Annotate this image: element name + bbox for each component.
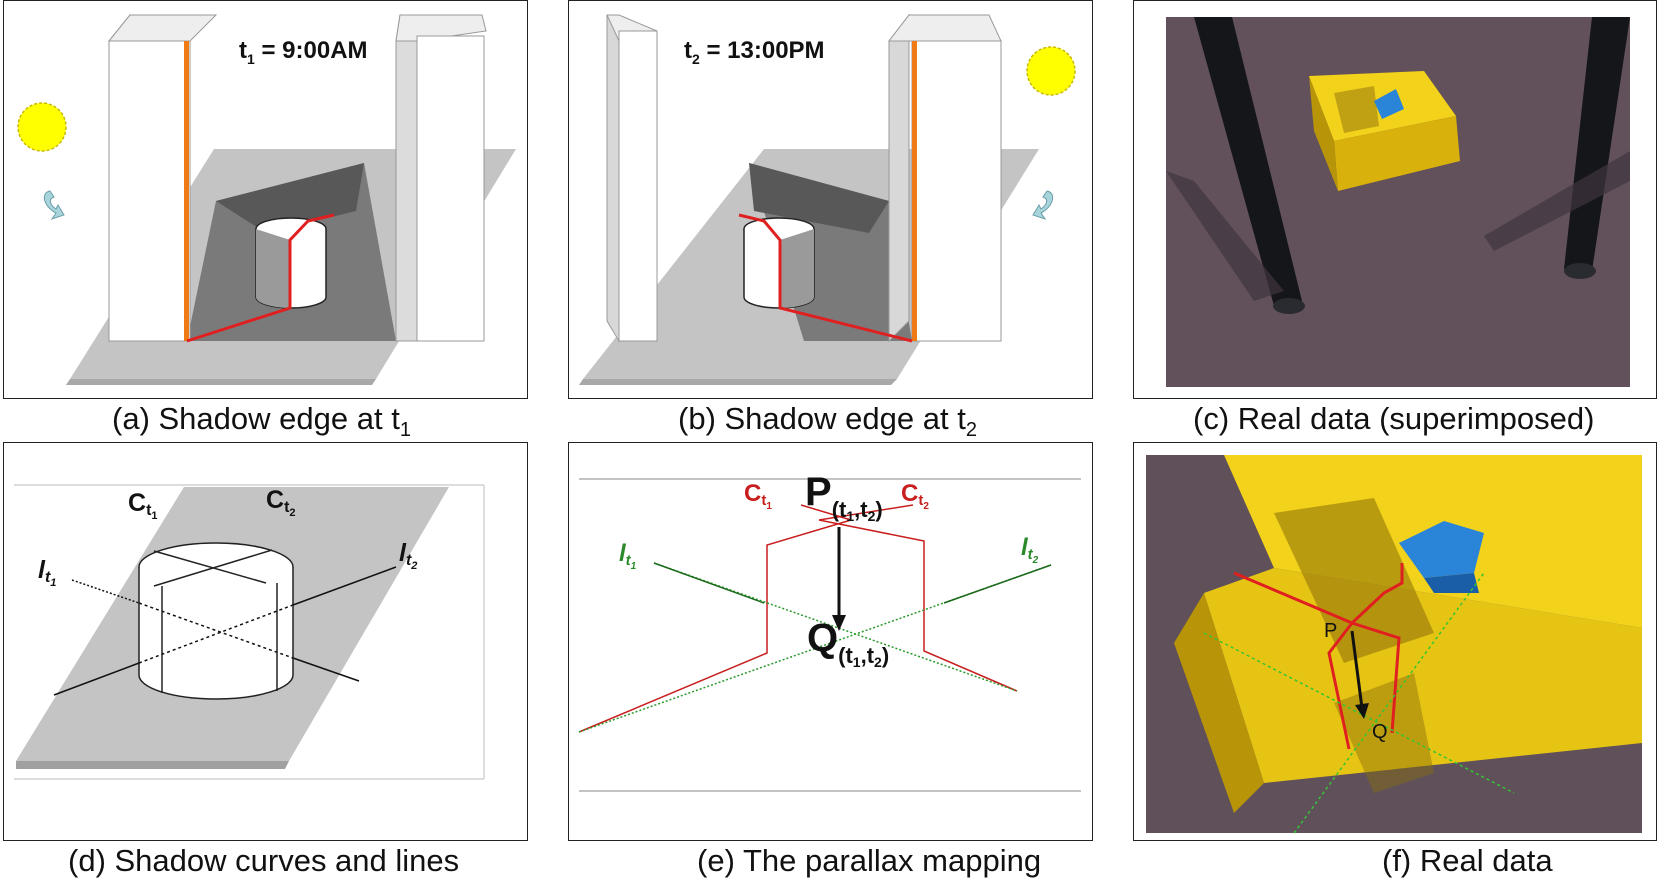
panel-c-photo [1166,17,1630,387]
blue-object [1399,521,1484,578]
box-shadow-band [1274,498,1434,663]
curve-c2 [818,519,1018,692]
panel-b-illustration: t2 = 13:00PM [579,13,1076,385]
caption-f: (f) Real data [1382,843,1553,878]
caption-d: (d) Shadow curves and lines [68,843,460,878]
parallax-arrow-head [832,615,846,631]
panel-e-illustration: Ct1 Ct2 lt1 lt2 P(t1,t2) Q(t1,t2) [578,470,1081,792]
left-wall-side [606,14,620,343]
panel-a-illustration: t1 = 9:00AM [17,13,516,385]
shadow-line-1 [1203,632,1515,794]
left-wall-top [107,14,218,42]
box-shadow-band [1334,86,1379,133]
right-wall-front [911,40,1002,342]
parallax-arrow-head [1355,703,1369,719]
cylinder-shaded [780,229,814,308]
left-wall-front [108,40,191,342]
panel-a: t1 = 9:00AM [3,0,528,399]
label-l-t1: lt1 [619,540,637,572]
panel-d: Ct1 Ct2 lt1 lt2 [3,442,528,841]
label-c-t1: Ct1 [128,489,158,522]
sun-edge-highlight [184,41,189,341]
panel-b: t2 = 13:00PM [568,0,1093,399]
label-q: Q(t1,t2) [807,616,889,670]
label-c-t2: Ct2 [266,486,296,519]
label-c-t1: Ct1 [744,480,772,512]
panel-f: P Q [1133,442,1657,841]
shadow-line-l2 [53,662,140,696]
shadow-curve-c2-top [153,549,273,587]
left-wall-front [618,30,658,342]
sun-edge-highlight [912,41,917,341]
label-l-t1: lt1 [38,556,56,589]
label-l-t2: lt2 [399,539,417,572]
panel-c [1133,0,1657,399]
right-wall-top [887,14,1002,42]
shadow-curve-c1-top [153,550,267,584]
panel-e: Ct1 Ct2 lt1 lt2 P(t1,t2) Q(t1,t2) [568,442,1093,841]
rotate-arrow-icon [43,190,65,220]
sun-icon [17,102,67,152]
cylinder-body [138,567,294,700]
yellow-box-front [1204,568,1642,783]
label-q: Q [1372,721,1388,743]
right-wall-side-2 [395,40,418,342]
caption-e: (e) The parallax mapping [697,843,1042,878]
label-p: P [1324,620,1337,642]
table-leg-left [1194,17,1302,306]
yellow-box-front [1334,116,1460,191]
panel-d-illustration: Ct1 Ct2 lt1 lt2 [14,484,485,780]
shadow-edge-curve [186,213,335,343]
rotate-arrow-icon [1032,190,1054,220]
caption-b: (b) Shadow edge at t2 [678,401,977,442]
cylinder-shaded [256,229,290,308]
yellow-box-side [1309,76,1338,191]
caption-c: (c) Real data (superimposed) [1193,401,1595,436]
right-wall-side [888,13,910,343]
sun-icon [1026,46,1076,96]
shadow-edge-curve [738,213,913,343]
ground-plane-edge [66,379,376,385]
shadow-region-upper [749,163,889,233]
shadow-edge-curve [1233,571,1355,750]
ground-plane-edge [579,379,897,385]
blue-object [1374,89,1404,119]
caption-a: (a) Shadow edge at t1 [112,401,411,442]
table-leg-right [1564,17,1630,271]
right-wall-front [416,35,485,342]
ground-plane-edge [16,761,289,769]
label-c-t2: Ct2 [901,480,929,512]
svg-text:t1 = 9:00AM: t1 = 9:00AM [239,37,368,67]
svg-text:t2 = 13:00PM: t2 = 13:00PM [684,37,825,67]
curve-c1 [578,519,852,733]
label-p: P(t1,t2) [805,470,883,524]
parallax-arrow [1350,630,1364,709]
panel-f-photo: P Q [1146,455,1642,834]
label-l-t2: lt2 [1021,534,1039,566]
yellow-box-edge [1174,593,1264,813]
